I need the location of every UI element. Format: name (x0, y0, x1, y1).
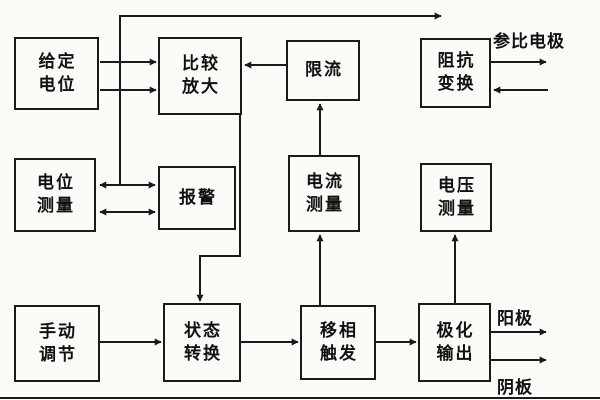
block-label: 放大 (182, 77, 220, 96)
block-polarization-output: 极化 输出 (418, 303, 491, 382)
block-label: 测量 (438, 198, 476, 218)
block-impedance-transform: 阻抗 变换 (420, 38, 491, 108)
arrow-feedback-top (119, 12, 442, 184)
block-label: 给定 (38, 51, 77, 71)
block-label: 电位 (37, 173, 75, 193)
block-label: 测量 (306, 194, 344, 214)
block-label: 报警 (179, 187, 217, 207)
block-label: 变换 (437, 74, 476, 93)
block-label: 触发 (320, 343, 358, 363)
block-voltage-measure: 电压 测量 (420, 163, 492, 232)
block-label: 比较 (182, 54, 220, 74)
block-label: 电位 (38, 74, 77, 94)
block-current-measure: 电流 测量 (288, 155, 360, 232)
block-label: 移相 (320, 320, 358, 340)
block-label: 状态 (184, 320, 222, 340)
block-label: 阻抗 (437, 51, 476, 71)
label-reference-electrode: 参比电极 (493, 32, 565, 51)
block-label: 测量 (37, 196, 75, 215)
block-label: 电压 (438, 175, 476, 195)
block-phase-trigger: 移相 触发 (300, 305, 376, 380)
block-label: 限流 (305, 60, 343, 80)
block-manual-adjust: 手动 调节 (14, 305, 100, 382)
block-compare-amplify: 比较 放大 (158, 37, 242, 115)
arrow-compare-to-state (196, 115, 241, 302)
block-alarm: 报警 (158, 166, 236, 230)
block-given-potential: 给定 电位 (14, 37, 99, 110)
block-current-limit: 限流 (286, 40, 360, 101)
scan-edge-line (0, 397, 600, 399)
block-label: 调节 (39, 344, 77, 364)
block-potential-measure: 电位 测量 (14, 158, 96, 232)
label-anode: 阳极 (497, 309, 533, 328)
block-label: 极化 (436, 320, 475, 340)
block-state-switch: 状态 转换 (163, 303, 241, 382)
block-label: 电流 (306, 171, 344, 191)
block-label: 输出 (436, 343, 475, 363)
label-cathode-plate: 阴板 (497, 378, 533, 397)
block-label: 转换 (184, 343, 222, 363)
block-label: 手动 (39, 321, 77, 341)
